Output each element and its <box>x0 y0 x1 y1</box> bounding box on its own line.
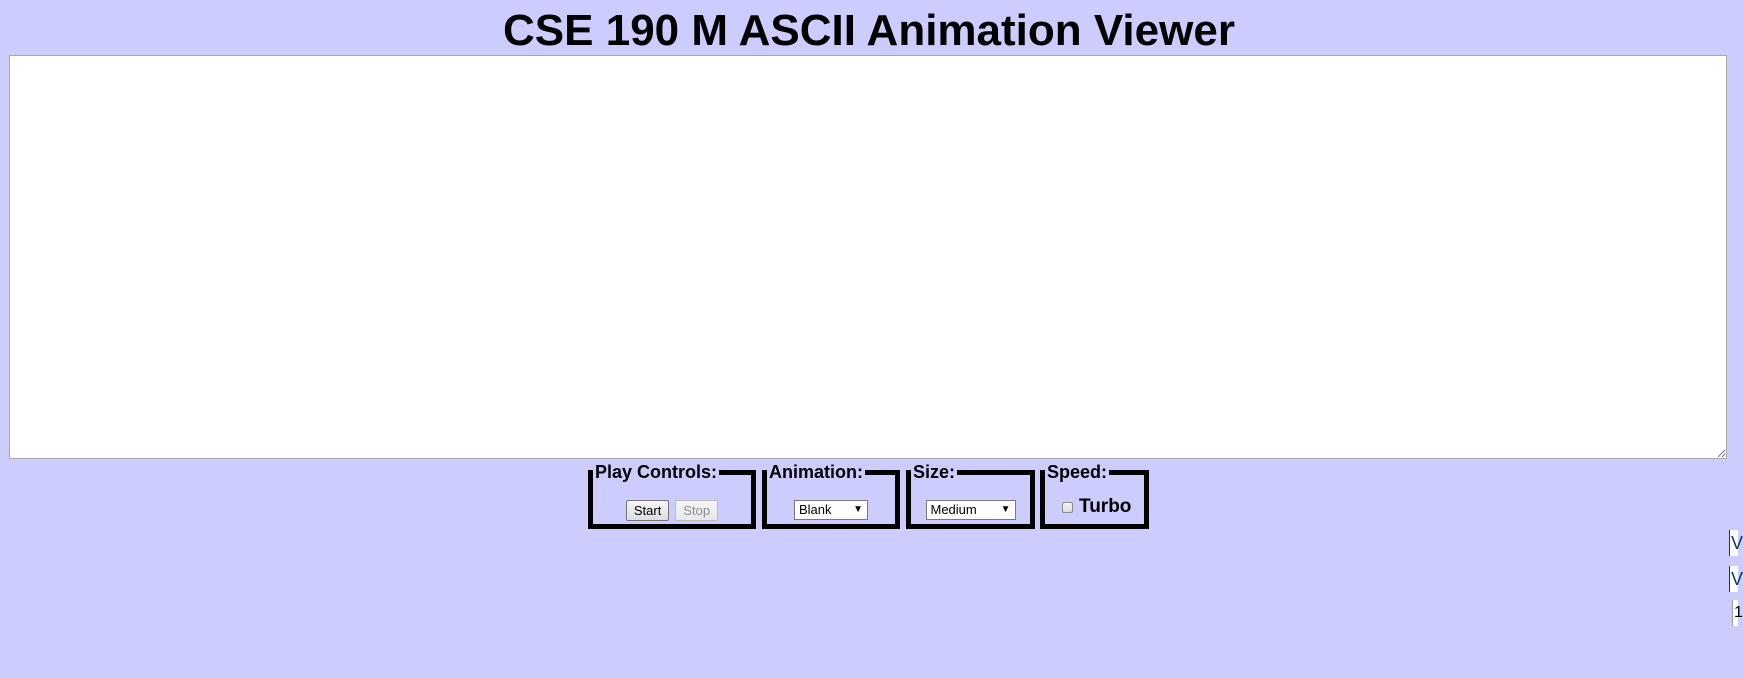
side-link-2[interactable]: V <box>1729 566 1743 592</box>
side-link-3[interactable]: 1 <box>1732 600 1743 626</box>
speed-legend: Speed: <box>1047 462 1108 482</box>
turbo-label: Turbo <box>1079 496 1132 517</box>
page-title: CSE 190 M ASCII Animation Viewer <box>503 6 1235 55</box>
side-link-1[interactable]: V <box>1729 530 1743 556</box>
size-select[interactable]: Medium ▼ <box>925 500 1016 520</box>
animation-textarea[interactable] <box>9 55 1727 459</box>
size-fieldset: Size: Medium ▼ <box>906 462 1035 529</box>
start-button[interactable]: Start <box>625 500 670 521</box>
size-legend: Size: <box>913 462 956 482</box>
play-controls-legend: Play Controls: <box>595 462 718 482</box>
play-controls-fieldset: Play Controls: Start Stop <box>588 462 756 529</box>
stop-button[interactable]: Stop <box>675 500 719 521</box>
dropdown-arrow-icon: ▼ <box>1000 504 1011 515</box>
controls-bar: Play Controls: Start Stop Animation: Bla… <box>0 462 1738 532</box>
size-selected-value: Medium <box>930 502 977 517</box>
animation-select[interactable]: Blank ▼ <box>794 500 868 520</box>
dropdown-arrow-icon: ▼ <box>853 504 863 515</box>
turbo-checkbox[interactable] <box>1062 501 1073 513</box>
speed-fieldset: Speed: Turbo <box>1040 462 1149 529</box>
animation-legend: Animation: <box>769 462 863 482</box>
animation-fieldset: Animation: Blank ▼ <box>762 462 900 529</box>
animation-selected-value: Blank <box>799 502 832 517</box>
